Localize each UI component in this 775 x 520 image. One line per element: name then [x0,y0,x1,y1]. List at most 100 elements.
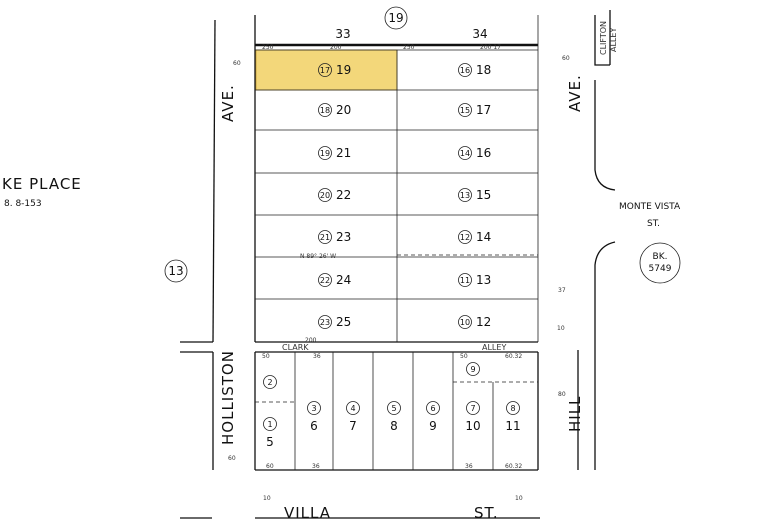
lot-circle-number: 10 [460,318,470,327]
svg-text:250: 250 [262,44,274,51]
lot-circle-number: 20 [320,191,330,200]
lot-circle-number: 5 [391,404,396,413]
lot-number: 6 [310,419,318,433]
lot-number: 19 [336,63,351,77]
lot-number: 21 [336,146,351,160]
lake-place-book-ref: 8. 8-153 [4,199,42,209]
lot-circle [426,401,440,415]
monte-vista-south-curb [594,241,616,345]
lot-circle [263,375,277,389]
svg-text:10: 10 [263,495,271,502]
lot-number: 24 [336,273,351,287]
lot-circle [318,146,332,160]
lot-number: 11 [505,419,520,433]
parcel-6[interactable]: 69 [426,401,440,434]
lot-circle [318,315,332,329]
book-ref-line2: 5749 [649,264,672,274]
lot-circle [458,63,472,77]
svg-text:200: 200 [305,337,317,344]
parcel-7[interactable]: 7 10 [465,401,481,434]
lot-circle [458,188,472,202]
lot-number: 13 [476,273,491,287]
lot-circle [346,401,360,415]
right-ave-label: AVE. [566,74,584,112]
holliston-label: HOLLISTON [219,350,237,445]
parcel-4[interactable]: 47 [346,401,360,434]
alley-label: ALLEY [482,343,506,352]
lot-number: 18 [476,63,491,77]
svg-text:10: 10 [515,495,523,502]
lot-number: 10 [465,419,480,433]
parcel-5[interactable]: 58 [387,401,401,434]
lot-circle-number: 17 [320,66,330,75]
svg-text:37: 37 [558,287,566,294]
block-number: 19 [388,11,403,25]
lot-circle [318,103,332,117]
lot-number: 20 [336,103,351,117]
lot-circle [458,273,472,287]
svg-text:36: 36 [313,353,321,360]
lot-number: 22 [336,188,351,202]
lot-circle [318,188,332,202]
svg-text:60: 60 [266,463,274,470]
lot-circle [466,401,480,415]
lot-circle [458,103,472,117]
lot-circle-number: 7 [470,404,475,413]
villa-st-label: ST. [474,504,499,520]
monte-vista-north-curb [594,80,616,191]
lot-number: 17 [476,103,491,117]
hill-label: HILL [566,396,584,432]
monte-vista-st-label: ST. [647,219,660,229]
svg-text:36: 36 [465,463,473,470]
parcel-3[interactable]: 36 [307,401,321,434]
lot-circle [318,63,332,77]
svg-text:60.32: 60.32 [505,463,522,470]
clifton-label: CLIFTON [599,21,608,55]
svg-text:200: 200 [330,44,342,51]
svg-text:10: 10 [557,325,565,332]
lot-circle [263,417,277,431]
parcel-8[interactable]: 811 [505,401,521,434]
lot-circle [318,230,332,244]
lot-circle-number: 19 [320,149,330,158]
lot-circle [458,230,472,244]
lot-number: 9 [429,419,437,433]
lot-circle-number: 2 [267,378,272,387]
lot-circle-number: 12 [460,233,470,242]
parcel-1[interactable]: 15 [263,417,277,450]
clifton-alley-label: ALLEY [609,28,618,52]
lot-circle [318,273,332,287]
lot-circle [466,362,480,376]
svg-text:60: 60 [562,55,570,62]
svg-text:N 89° 26' W: N 89° 26' W [300,253,336,260]
lot-circle [387,401,401,415]
parcel-2[interactable]: 2 [263,375,277,389]
book-ref-line1: BK. [653,252,668,262]
lot-circle [458,315,472,329]
svg-text:50: 50 [460,353,468,360]
lot-number: 16 [476,146,491,160]
highlighted-parcel[interactable] [255,49,398,91]
svg-text:200 17: 200 17 [480,44,501,51]
lower-block-lines [212,352,539,471]
lot-circle-number: 18 [320,106,330,115]
parcel-13-number: 13 [168,264,183,278]
svg-text:36: 36 [312,463,320,470]
parcel-9[interactable]: 9 [466,362,480,376]
